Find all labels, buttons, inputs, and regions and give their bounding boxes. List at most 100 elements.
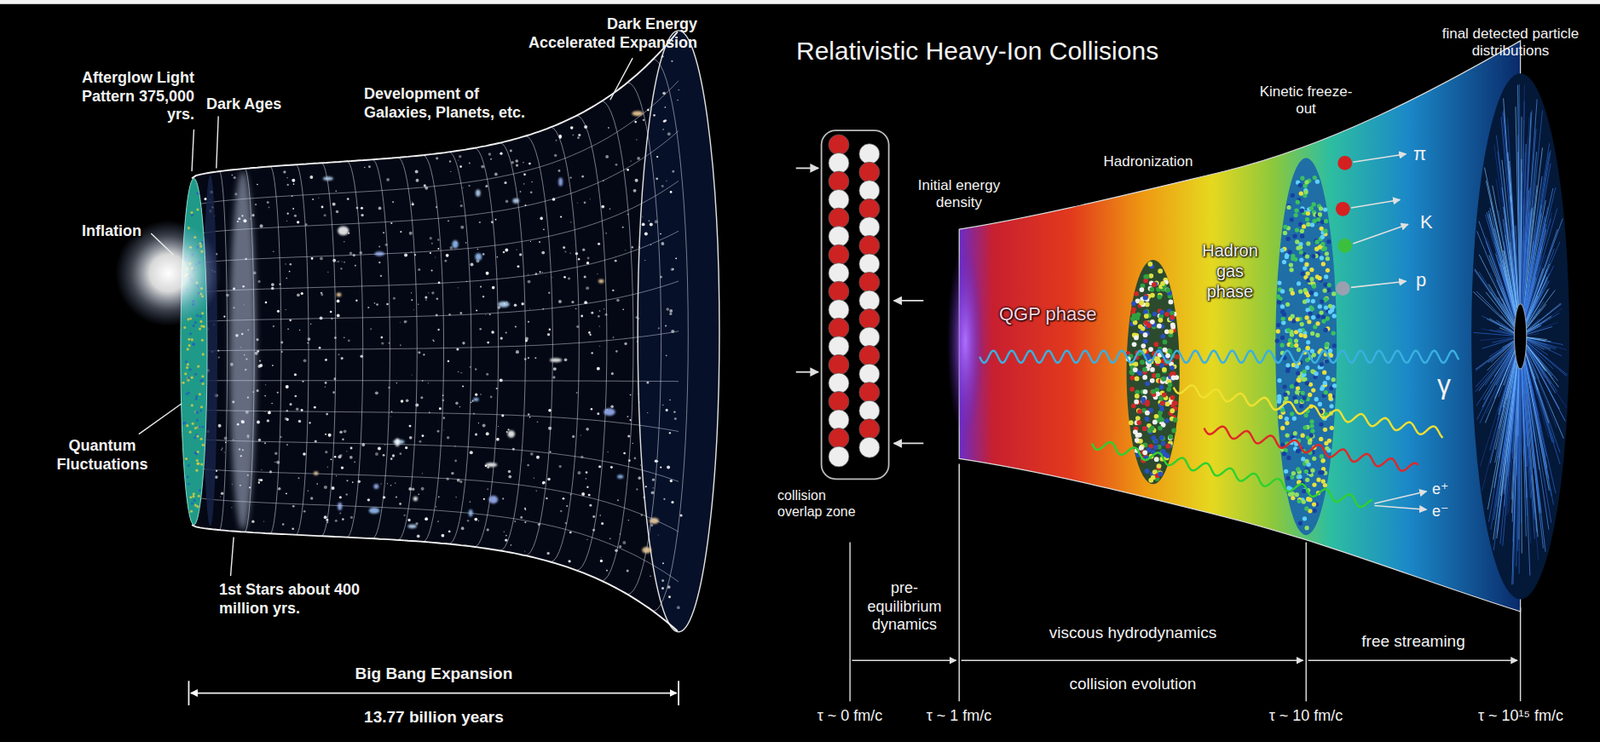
dot xyxy=(1313,371,1318,376)
star xyxy=(367,306,370,309)
star xyxy=(411,202,413,203)
dot xyxy=(1165,453,1171,459)
dot xyxy=(1286,205,1291,210)
dot xyxy=(1156,323,1162,330)
star xyxy=(443,416,446,420)
star xyxy=(527,413,531,416)
dot xyxy=(1299,176,1305,181)
star xyxy=(425,300,427,301)
star xyxy=(622,308,624,310)
star xyxy=(606,570,608,572)
fireball-funnel xyxy=(958,40,1520,613)
star xyxy=(548,427,552,431)
dot xyxy=(1309,423,1314,428)
star xyxy=(335,475,337,477)
star xyxy=(341,518,345,521)
star xyxy=(658,327,660,330)
dot xyxy=(1322,427,1328,433)
galaxy xyxy=(337,225,349,236)
star xyxy=(277,487,282,491)
dot xyxy=(1291,471,1296,476)
cmb-speckle xyxy=(186,376,190,380)
dot xyxy=(1323,219,1329,224)
dot xyxy=(1309,206,1314,211)
star xyxy=(632,443,634,445)
star xyxy=(577,202,578,204)
star xyxy=(585,427,590,432)
star xyxy=(456,347,459,351)
star xyxy=(658,534,659,536)
dot xyxy=(1165,287,1171,293)
cmb-speckle xyxy=(197,495,201,498)
cmb-speckle xyxy=(182,422,185,426)
dot xyxy=(1323,358,1329,364)
star xyxy=(663,498,665,501)
star xyxy=(502,251,506,255)
star xyxy=(648,219,651,222)
dot xyxy=(1322,381,1328,386)
galaxy xyxy=(549,358,562,363)
star xyxy=(562,246,566,249)
dot xyxy=(1143,332,1149,338)
dot xyxy=(1325,375,1330,381)
star xyxy=(225,294,230,298)
star xyxy=(537,421,539,423)
dot xyxy=(1288,267,1294,272)
dot xyxy=(1310,331,1315,336)
dot xyxy=(1144,468,1150,474)
dot xyxy=(1328,348,1333,353)
star xyxy=(410,292,412,294)
dot xyxy=(1130,375,1136,382)
star xyxy=(479,221,481,224)
dot xyxy=(1315,321,1320,326)
dot xyxy=(1323,390,1329,395)
first-stars-band xyxy=(229,171,256,531)
star xyxy=(231,484,233,486)
star xyxy=(652,478,655,481)
track xyxy=(1518,85,1521,309)
cmb-speckle xyxy=(195,395,198,399)
star xyxy=(617,499,619,502)
dot xyxy=(1321,458,1326,463)
star xyxy=(626,569,630,572)
star xyxy=(346,197,350,201)
star xyxy=(435,156,439,160)
star xyxy=(629,160,631,162)
star xyxy=(470,262,474,266)
star xyxy=(597,315,601,318)
cmb-speckle xyxy=(195,469,198,473)
star xyxy=(503,531,506,534)
star xyxy=(360,207,364,210)
star xyxy=(624,249,626,251)
star xyxy=(519,190,522,193)
star xyxy=(264,395,266,398)
dot xyxy=(1304,315,1309,320)
star xyxy=(644,259,646,261)
star xyxy=(665,409,669,412)
dot xyxy=(1298,183,1303,188)
star xyxy=(346,479,348,482)
star xyxy=(375,303,379,307)
star xyxy=(398,502,402,506)
star xyxy=(585,471,589,474)
star xyxy=(600,556,602,559)
leader-line xyxy=(231,537,235,577)
dot xyxy=(1157,268,1163,274)
star xyxy=(416,534,421,538)
dot xyxy=(1318,310,1323,315)
star xyxy=(673,410,676,413)
dot xyxy=(1303,190,1308,195)
star xyxy=(220,449,222,451)
galaxy xyxy=(336,293,342,298)
star xyxy=(494,173,498,177)
star xyxy=(548,329,551,331)
cmb-speckle xyxy=(199,320,203,324)
star xyxy=(300,292,304,295)
leader-line xyxy=(610,57,633,100)
star xyxy=(441,534,445,538)
dot xyxy=(1298,289,1303,295)
star xyxy=(368,165,371,168)
star xyxy=(382,231,385,234)
star xyxy=(599,514,601,517)
detector-burst xyxy=(1471,73,1570,600)
